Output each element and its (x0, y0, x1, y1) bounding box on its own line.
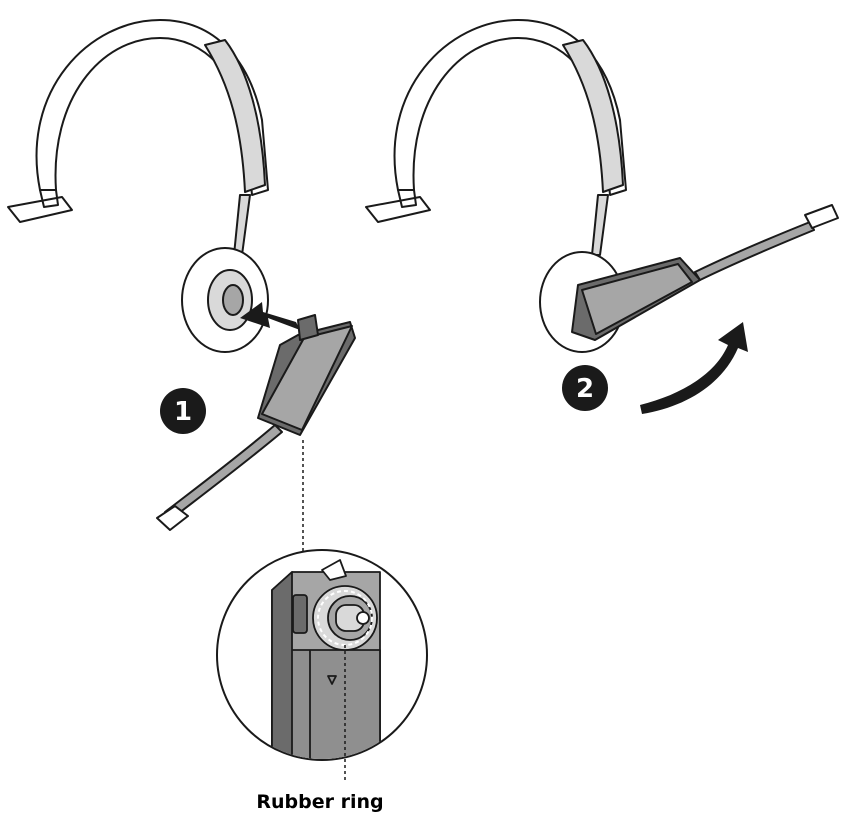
temple-pad (365, 189, 431, 223)
temple-pad (7, 189, 73, 223)
boom-connector (297, 314, 319, 341)
step-2-number: 2 (576, 374, 594, 404)
microphone-tip (156, 505, 189, 531)
speaker-socket (222, 284, 244, 316)
headband (393, 19, 627, 196)
boom-arm (164, 424, 283, 521)
boom-module-face (581, 263, 693, 335)
speaker-stem (591, 194, 609, 256)
zoom-callout (216, 549, 428, 761)
speaker-stem (233, 194, 251, 256)
boom-module-face (261, 325, 353, 431)
headband-pad (204, 39, 266, 193)
step-1-badge: 1 (160, 388, 206, 434)
headband (35, 19, 269, 196)
headband-pad (562, 39, 624, 193)
straight-arrow-icon (240, 302, 300, 330)
boom-arm (694, 221, 815, 281)
headset-step-1 (7, 19, 356, 531)
microphone-tip (804, 204, 839, 229)
rubber-ring-label: Rubber ring (256, 791, 383, 813)
headset-step-2 (365, 19, 839, 353)
curved-arrow-icon (640, 322, 748, 414)
step-2-badge: 2 (562, 365, 608, 411)
step-1-number: 1 (174, 397, 192, 427)
